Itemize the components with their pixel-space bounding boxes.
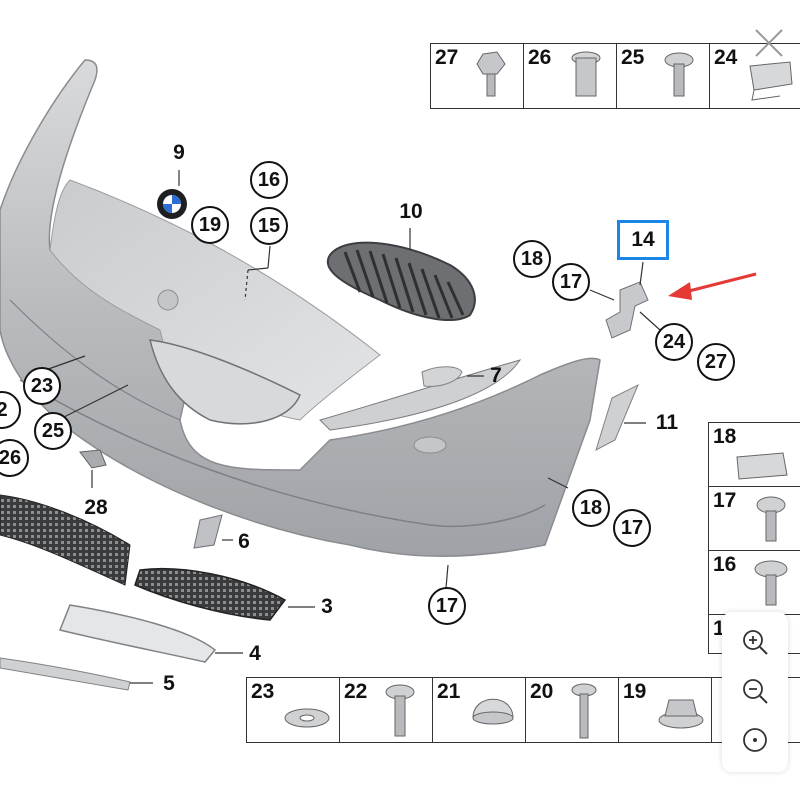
bottom-parts-table: 23 22 21 20 19 xyxy=(246,677,800,743)
callout-23[interactable]: 23 xyxy=(23,367,61,405)
part-cell-19[interactable]: 19 xyxy=(619,678,712,742)
flange-nut-icon xyxy=(658,699,704,729)
lower-mesh-grille xyxy=(0,494,131,586)
part-cell-25[interactable]: 25 xyxy=(617,44,710,108)
callout-19[interactable]: 19 xyxy=(191,206,229,244)
part-cell-20[interactable]: 20 xyxy=(526,678,619,742)
label-5: 5 xyxy=(163,672,175,695)
clip-nut-icon xyxy=(736,452,788,480)
part-number: 16 xyxy=(713,553,737,576)
part-cell-24[interactable]: 24 xyxy=(710,44,800,108)
part-14-bracket xyxy=(605,281,649,339)
label-6: 6 xyxy=(238,530,250,553)
part-7-cover xyxy=(421,366,463,387)
screw-icon xyxy=(756,496,786,542)
part-cell-23[interactable]: 23 xyxy=(247,678,340,742)
part-cell-22[interactable]: 22 xyxy=(340,678,433,742)
part-cell-16[interactable]: 16 xyxy=(709,551,800,615)
part-4-trim xyxy=(58,604,217,663)
label-3: 3 xyxy=(321,595,333,618)
callout-16[interactable]: 16 xyxy=(250,161,288,199)
zoom-controls xyxy=(722,612,788,772)
label-4: 4 xyxy=(249,642,261,665)
part-number: 23 xyxy=(251,680,275,703)
part-number: 22 xyxy=(344,680,368,703)
screw-icon xyxy=(571,683,597,739)
part-3-grille xyxy=(134,568,287,621)
callout-17-right[interactable]: 17 xyxy=(613,509,651,547)
part-cell-18[interactable]: 18 xyxy=(709,423,800,487)
callout-26[interactable]: 26 xyxy=(0,439,29,477)
screw-icon xyxy=(754,560,788,606)
zoom-out-icon[interactable] xyxy=(739,675,771,707)
callout-24[interactable]: 24 xyxy=(655,323,693,361)
callout-17-bottom[interactable]: 17 xyxy=(428,587,466,625)
bolt-icon xyxy=(385,684,415,737)
screw-icon xyxy=(476,51,506,97)
part-number: 17 xyxy=(713,489,737,512)
bmw-emblem xyxy=(157,189,187,219)
callout-27[interactable]: 27 xyxy=(697,343,735,381)
nut-icon xyxy=(571,51,601,97)
part-28-bracket xyxy=(79,449,107,469)
callout-25[interactable]: 25 xyxy=(34,412,72,450)
cap-icon xyxy=(472,698,514,725)
part-cell-17[interactable]: 17 xyxy=(709,487,800,551)
callout-18-top[interactable]: 18 xyxy=(513,240,551,278)
front-bumper xyxy=(0,59,601,557)
label-11: 11 xyxy=(655,411,679,434)
clip-nut-icon xyxy=(749,61,793,101)
close-icon[interactable] xyxy=(752,26,786,60)
part-cell-27[interactable]: 27 xyxy=(431,44,524,108)
callout-28: 28 xyxy=(84,496,108,519)
callout-15[interactable]: 15 xyxy=(250,207,288,245)
callout-18-bottom[interactable]: 18 xyxy=(572,489,610,527)
part-cell-1[interactable]: 1 xyxy=(709,615,800,653)
callout-10: 10 xyxy=(399,200,423,223)
part-number: 26 xyxy=(528,46,552,69)
part-11-trim xyxy=(595,383,639,452)
red-arrow xyxy=(668,272,757,300)
part-number: 21 xyxy=(437,680,461,703)
part-5-strip xyxy=(0,657,131,691)
highlighted-part-14[interactable]: 14 xyxy=(617,220,669,260)
part-number: 1 xyxy=(713,617,725,640)
reset-view-icon[interactable] xyxy=(739,724,771,756)
part-number: 19 xyxy=(623,680,647,703)
callout-9: 9 xyxy=(173,141,185,164)
part-number: 20 xyxy=(530,680,554,703)
zoom-in-icon[interactable] xyxy=(739,626,771,658)
part-6-clip xyxy=(193,514,223,549)
kidney-grille xyxy=(327,241,476,321)
callout-17-top[interactable]: 17 xyxy=(552,263,590,301)
part-number: 27 xyxy=(435,46,459,69)
part-cell-26[interactable]: 26 xyxy=(524,44,617,108)
part-cell-21[interactable]: 21 xyxy=(433,678,526,742)
washer-icon xyxy=(284,708,330,728)
top-parts-table: 27 26 25 24 xyxy=(430,43,800,109)
part-number: 18 xyxy=(713,425,737,448)
bolt-icon xyxy=(664,52,694,97)
part-number: 25 xyxy=(621,46,645,69)
label-7: 7 xyxy=(490,364,502,387)
part-number: 24 xyxy=(714,46,738,69)
